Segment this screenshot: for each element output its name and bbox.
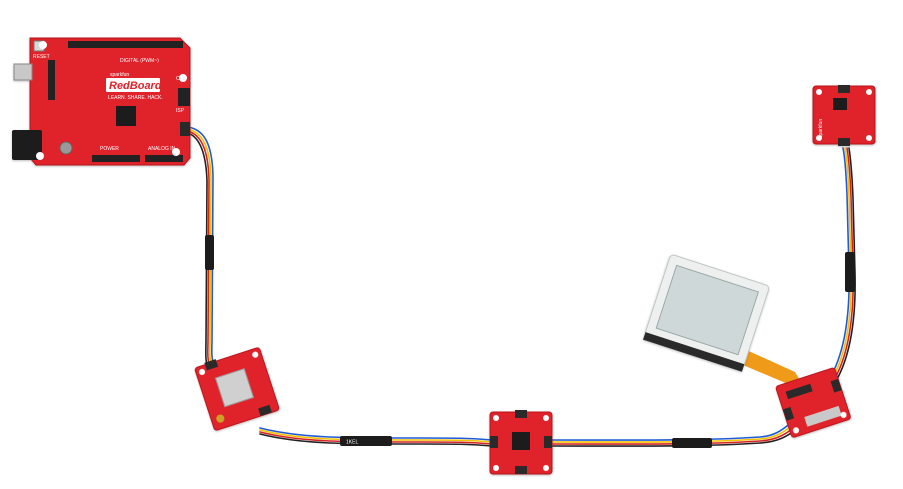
mount-hole (866, 135, 872, 141)
mount-hole (816, 89, 822, 95)
isp-label: ISP (176, 108, 185, 114)
sensor-breakout: sparkfun (812, 85, 876, 146)
sensor-chip (833, 98, 847, 110)
qwiic-connector (258, 404, 272, 417)
cable-display-to-sensor (829, 147, 856, 382)
mount-hole (840, 411, 847, 418)
logo-plate (106, 78, 160, 92)
mount-hole (792, 427, 799, 434)
mount-hole (199, 368, 206, 375)
redboard-logo: RedBoard (109, 80, 162, 92)
heat-shrink-sleeve (340, 436, 392, 446)
redboard-microcontroller: RESET DIGITAL (PWM~) sparkfun RedBoard L… (12, 37, 191, 166)
qwiic-connector (544, 436, 552, 448)
microcontroller-chip (116, 106, 136, 126)
heat-shrink-sleeve (672, 438, 712, 448)
qwiic-connector (838, 138, 850, 146)
qwiic-connector (515, 466, 527, 474)
qwiic-connector (838, 85, 850, 93)
backup-battery (216, 414, 225, 423)
mount-hole (816, 135, 822, 141)
mount-hole (252, 351, 259, 358)
side-header (48, 60, 55, 100)
cable-gps-to-hub: 1KEL (259, 427, 493, 447)
qwiic-connector (180, 122, 190, 136)
pin-header (804, 405, 842, 427)
qwiic-hub-breakout (489, 410, 553, 475)
gps-breakout (194, 347, 280, 431)
cable-label: 1KEL (346, 440, 358, 446)
brand-label: sparkfun (110, 72, 129, 78)
mount-hole (866, 89, 872, 95)
lcd-screen (655, 264, 760, 356)
isp-header (178, 88, 190, 106)
mount-hole (543, 415, 549, 421)
heat-shrink-sleeve (205, 235, 214, 270)
analog-header (145, 155, 183, 162)
lcd-edge (643, 332, 745, 372)
qwiic-connector (830, 378, 842, 393)
sensor-brand: sparkfun (818, 119, 824, 138)
qwiic-connector (490, 436, 498, 448)
qwiic-connector (515, 410, 527, 418)
power-header (92, 155, 140, 162)
hub-chip (512, 432, 530, 450)
digital-label: DIGITAL (PWM~) (120, 58, 159, 64)
heat-shrink-sleeve (845, 252, 855, 292)
mount-hole (493, 465, 499, 471)
mount-hole (172, 148, 180, 156)
mount-hole (493, 415, 499, 421)
gps-antenna (214, 368, 255, 408)
reset-label: RESET (33, 54, 50, 60)
qwiic-connector (204, 359, 219, 371)
mount-hole (39, 41, 47, 49)
capacitor (59, 141, 73, 155)
usb-port (13, 63, 33, 81)
qwiic-connector (782, 406, 795, 421)
analog-label: ANALOG IN (148, 146, 176, 152)
fpc-connector (785, 383, 813, 400)
cable-redboard-to-gps (187, 126, 219, 377)
mount-hole (36, 152, 44, 160)
power-label: POWER (100, 146, 119, 152)
mount-hole (543, 465, 549, 471)
tagline: LEARN. SHARE. HACK. (108, 95, 163, 101)
lcd-display-module (643, 254, 851, 438)
digital-header (68, 41, 183, 48)
mount-hole (179, 74, 187, 82)
cable-hub-to-display (549, 421, 799, 448)
barrel-jack (12, 130, 42, 160)
